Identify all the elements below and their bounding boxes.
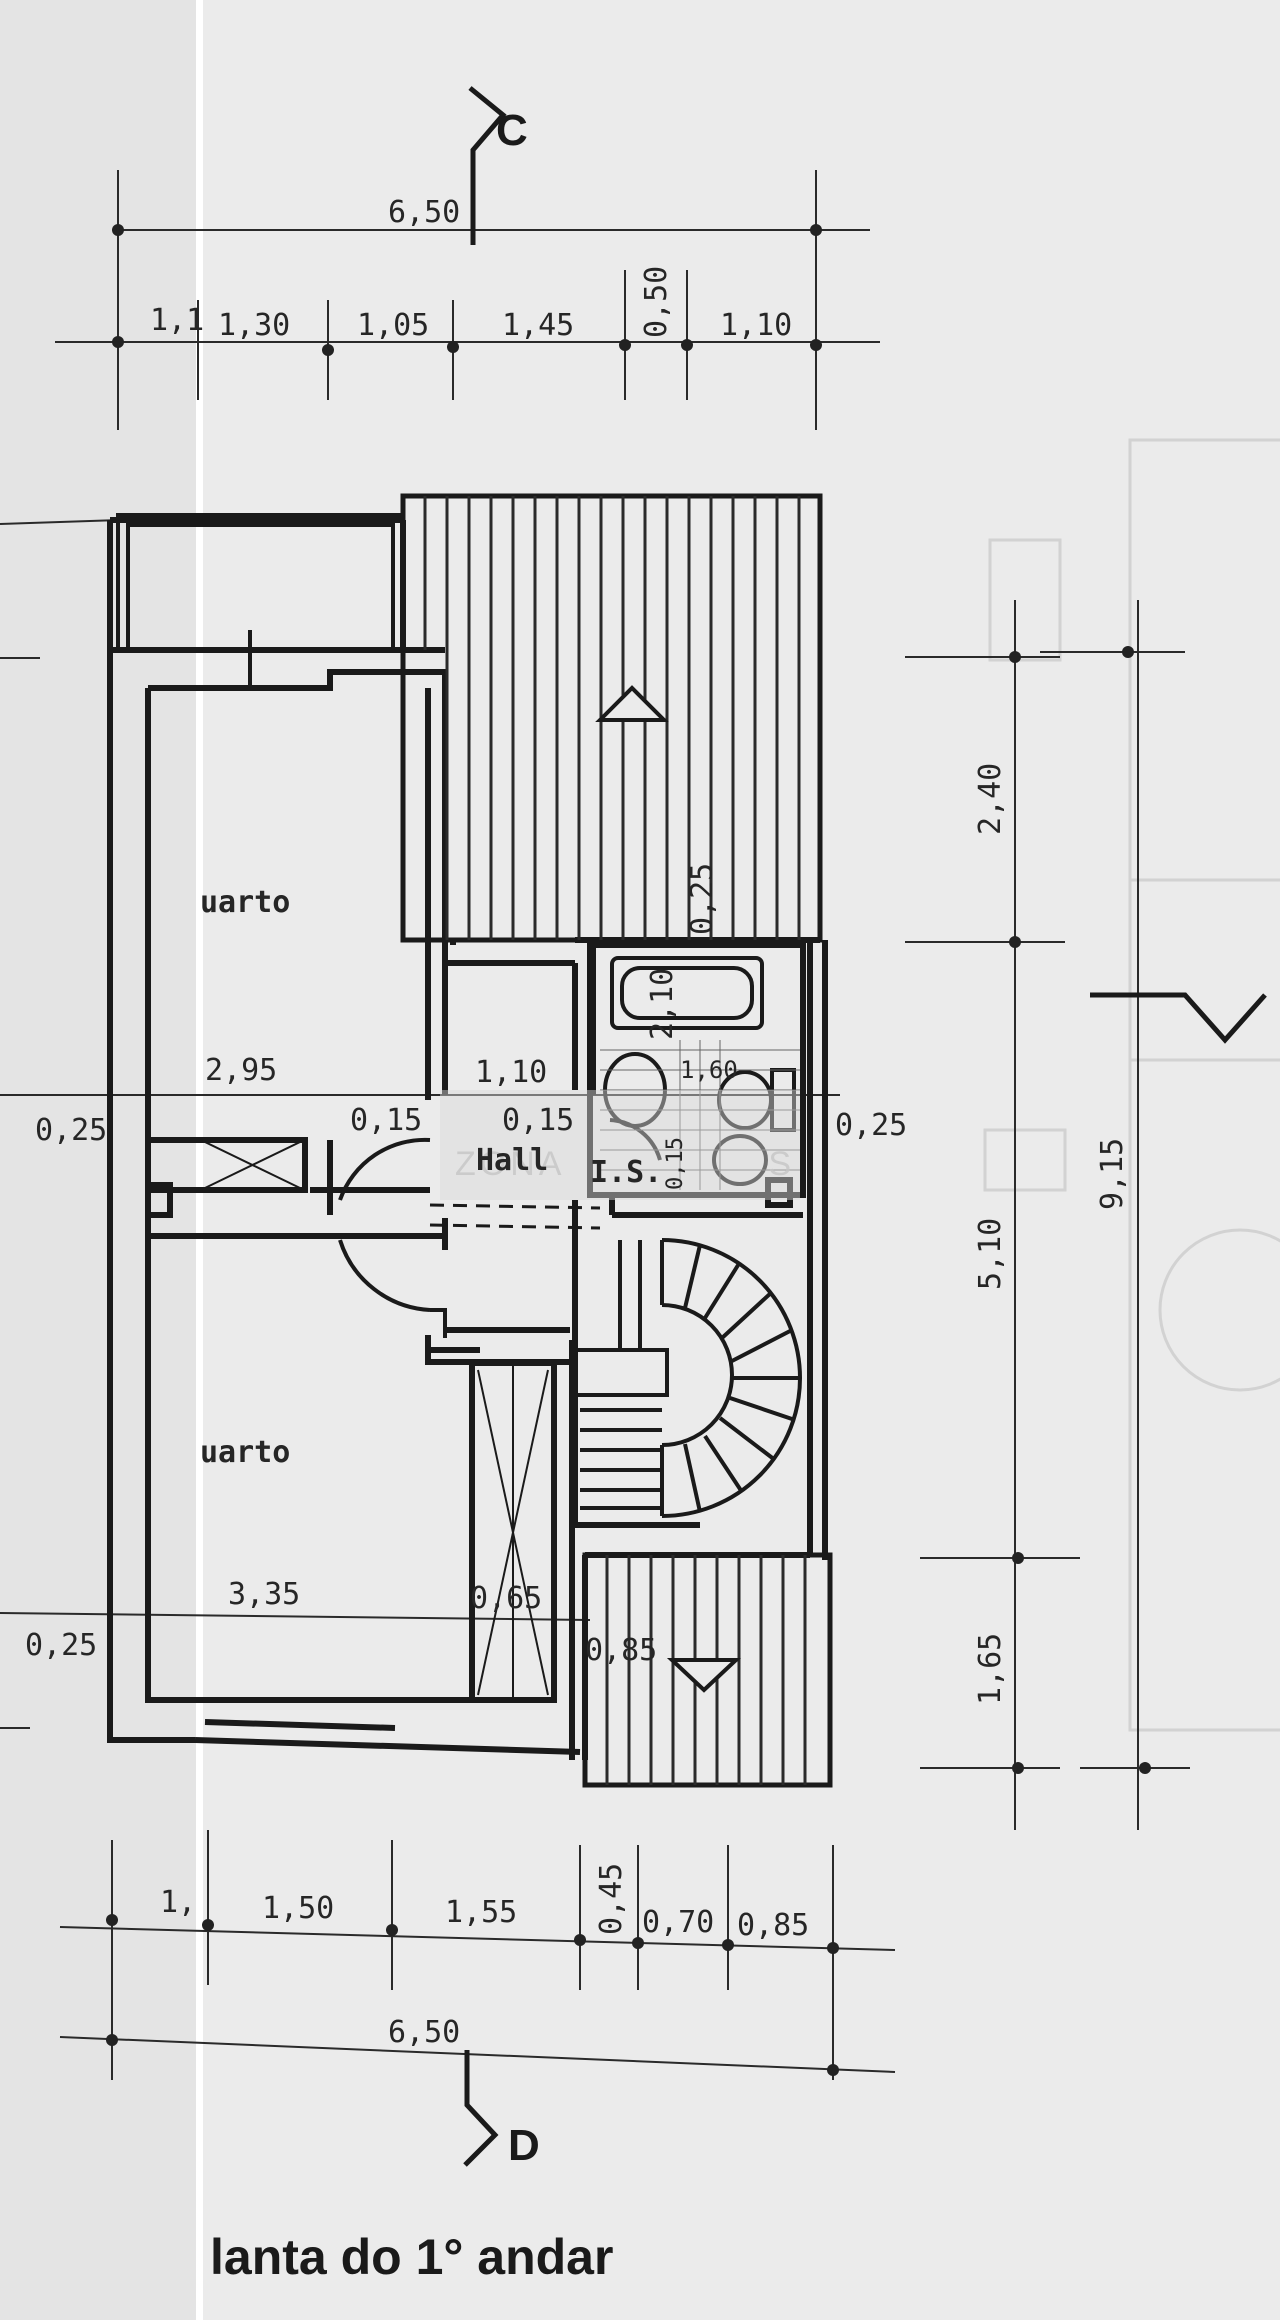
- section-label-bottom: D: [508, 2121, 540, 2170]
- dim-bath-a: 2,10: [645, 968, 680, 1040]
- room-label-upper-bedroom: uarto: [200, 885, 290, 920]
- dim-side-right-upper: 0,25: [835, 1108, 907, 1143]
- dim-wall-left: 0,15: [350, 1103, 422, 1138]
- dim-stair-wall: 0,85: [585, 1633, 657, 1668]
- dim-upper-room-width: 2,95: [205, 1053, 277, 1088]
- dim-bottom-total: 6,50: [388, 2015, 460, 2050]
- walls: [107, 517, 828, 1760]
- dim-bath-b: 1,60: [680, 1056, 738, 1084]
- dim-right-seg-1: 2,40: [973, 763, 1008, 835]
- dimension-ticks: [106, 224, 1151, 2076]
- dim-bottom-seg-2: 1,50: [262, 1891, 334, 1926]
- top-balcony: [116, 513, 405, 690]
- bathroom-tiles: [600, 1040, 800, 1190]
- dim-right-seg-3: 1,65: [973, 1633, 1008, 1705]
- room-label-bathroom: I.S.: [590, 1155, 662, 1190]
- dim-lower-room-width: 3,35: [228, 1577, 300, 1612]
- dim-top-seg-2: 1,30: [218, 308, 290, 343]
- dimension-lines: [0, 170, 1190, 2080]
- dim-side-left-upper: 0,25: [35, 1113, 107, 1148]
- dim-top-seg-4: 1,45: [502, 308, 574, 343]
- watermark-tail: S: [768, 1145, 795, 1183]
- upper-terrace: [400, 493, 823, 943]
- watermark: ZONA S: [440, 1090, 800, 1200]
- paper-fold-line: [196, 0, 203, 2320]
- dim-bath-c: 0,15: [663, 1137, 688, 1190]
- watermark-text: ZONA: [455, 1145, 565, 1183]
- dim-closet-depth: 0,65: [470, 1581, 542, 1616]
- dim-bottom-seg-3: 1,55: [445, 1895, 517, 1930]
- section-label-top: C: [496, 106, 528, 155]
- closet-cross: [204, 1141, 549, 1700]
- dim-top-seg-1: 1,1: [150, 303, 204, 338]
- faint-adjacent-plan: [983, 438, 1280, 1732]
- dim-top-seg-5: 0,50: [639, 266, 674, 338]
- room-label-lower-bedroom: uarto: [200, 1435, 290, 1470]
- room-label-hall: Hall: [476, 1143, 548, 1178]
- dim-wall-right: 0,15: [502, 1103, 574, 1138]
- dim-bottom-seg-5: 0,70: [642, 1905, 714, 1940]
- dim-top-total: 6,50: [388, 195, 460, 230]
- lower-terrace: [582, 1552, 833, 1788]
- paper-left-panel: [0, 0, 200, 2320]
- dim-right-total: 9,15: [1095, 1138, 1130, 1210]
- spiral-staircase: [573, 1238, 802, 1518]
- dim-right-seg-2: 5,10: [973, 1218, 1008, 1290]
- dim-side-left-lower: 0,25: [25, 1628, 97, 1663]
- dim-top-seg-3: 1,05: [357, 308, 429, 343]
- dim-small-room-width: 1,10: [475, 1055, 547, 1090]
- dim-terrace-wall: 0,25: [685, 863, 720, 935]
- plan-title: lanta do 1° andar: [210, 2229, 613, 2285]
- dim-bottom-seg-4: 0,45: [594, 1863, 629, 1935]
- dim-top-seg-6: 1,10: [720, 308, 792, 343]
- section-markers: [463, 86, 1267, 2167]
- dim-bottom-seg-6: 0,85: [737, 1908, 809, 1943]
- dim-bottom-seg-1: 1,: [160, 1885, 196, 1920]
